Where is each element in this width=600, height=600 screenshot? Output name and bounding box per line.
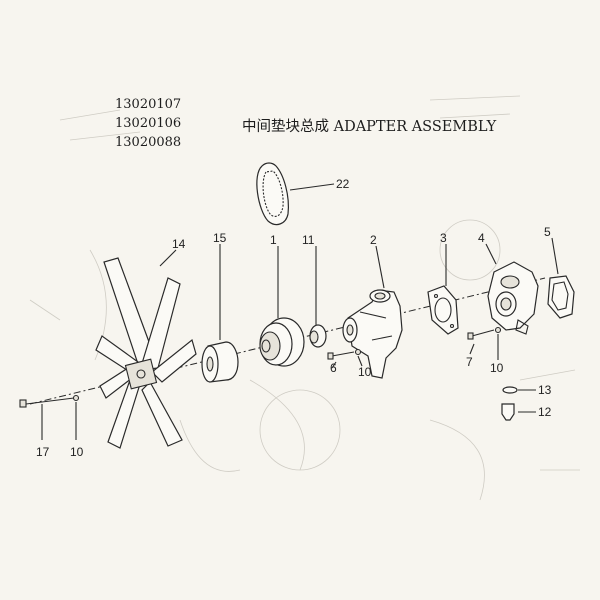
- drain-plug-12: [501, 403, 536, 421]
- callout-7: 7: [466, 355, 473, 369]
- callout-14: 14: [172, 237, 186, 251]
- background-ghost-marks: [29, 95, 580, 501]
- callout-13: 13: [538, 383, 552, 397]
- fan-spacer: [201, 244, 239, 383]
- callout-3: 3: [440, 231, 447, 245]
- long-bolt-17: [19, 397, 75, 440]
- callout-17: 17: [36, 445, 50, 459]
- callout-1: 1: [270, 233, 277, 247]
- gasket-3: [427, 244, 459, 335]
- pulley: [259, 246, 305, 367]
- callout-10-middle: 10: [358, 365, 372, 379]
- washer-10-left: [72, 394, 80, 440]
- gasket-5: [547, 237, 575, 319]
- callout-6: 6: [330, 361, 337, 375]
- bolt-6: [327, 351, 355, 369]
- callout-12: 12: [538, 405, 552, 419]
- part-number-2: 13020106: [115, 116, 181, 131]
- assembly-title: 中间垫块总成 ADAPTER ASSEMBLY: [242, 118, 497, 135]
- callout-11: 11: [302, 233, 315, 247]
- bolt-7: [467, 329, 495, 355]
- adapter-housing: [485, 243, 539, 335]
- seal-washer-13: [502, 386, 536, 394]
- callout-15: 15: [213, 231, 227, 245]
- callout-2: 2: [370, 233, 377, 247]
- v-belt: [256, 162, 335, 226]
- callout-22: 22: [336, 177, 350, 191]
- part-number-1: 13020107: [115, 97, 181, 112]
- washer-10-right: [494, 326, 502, 360]
- callout-5: 5: [544, 225, 551, 239]
- washer-10-middle: [354, 348, 363, 367]
- callout-10-right: 10: [490, 361, 504, 375]
- callout-4: 4: [478, 231, 485, 245]
- fan-blade-assembly: [95, 249, 197, 449]
- part-number-3: 13020088: [115, 135, 181, 150]
- bearing: [309, 246, 327, 348]
- callout-10-left: 10: [70, 445, 84, 459]
- water-pump-body: [342, 245, 403, 379]
